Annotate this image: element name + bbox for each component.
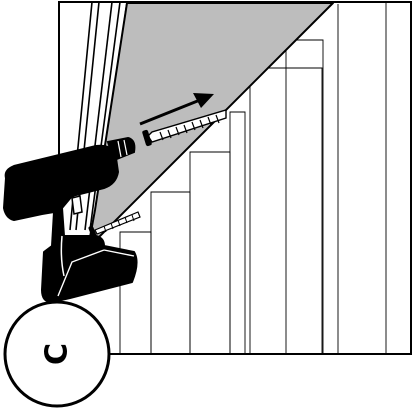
step-label: C — [40, 343, 75, 365]
screw-icon — [142, 109, 227, 147]
cabinet-interior — [119, 2, 387, 354]
cordless-drill-icon — [3, 136, 138, 303]
arrow-right-icon — [139, 93, 214, 126]
step-badge: C — [3, 300, 111, 408]
screw-icon — [88, 211, 141, 238]
